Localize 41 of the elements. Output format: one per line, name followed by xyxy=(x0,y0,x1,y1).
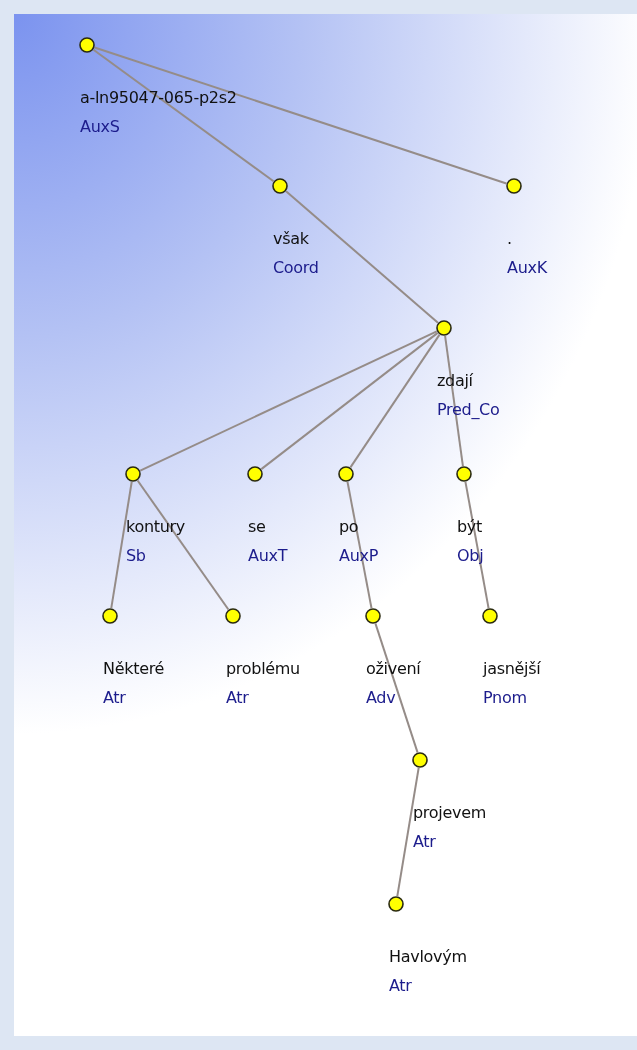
function-label: Atr xyxy=(103,688,126,708)
word-label: zdají xyxy=(437,371,473,391)
tree-edge xyxy=(136,479,230,611)
tree-edge xyxy=(110,480,133,610)
function-label: Atr xyxy=(389,976,412,996)
function-label: Pnom xyxy=(483,688,527,708)
function-label: AuxS xyxy=(80,117,120,137)
word-label: problému xyxy=(226,659,300,679)
word-label: a-ln95047-065-p2s2 xyxy=(80,88,237,108)
tree-edge xyxy=(374,622,419,754)
tree-edge xyxy=(396,766,420,898)
function-label: AuxK xyxy=(507,258,547,278)
function-label: Sb xyxy=(126,546,146,566)
tree-edge xyxy=(285,190,439,324)
tree-edge xyxy=(444,334,464,468)
tree-edge xyxy=(139,330,438,472)
word-label: být xyxy=(457,517,482,537)
function-label: Obj xyxy=(457,546,484,566)
function-label: Adv xyxy=(366,688,396,708)
word-label: . xyxy=(507,229,513,249)
tree-edge xyxy=(93,46,508,185)
function-label: Atr xyxy=(413,832,436,852)
function-label: AuxP xyxy=(339,546,378,566)
tree-edge xyxy=(346,480,373,610)
word-label: Havlovým xyxy=(389,947,467,967)
function-label: Pred_Co xyxy=(437,400,500,420)
tree-edge xyxy=(92,48,275,183)
word-label: kontury xyxy=(126,517,185,537)
tree-edge xyxy=(349,333,441,469)
function-label: AuxT xyxy=(248,546,288,566)
word-label: po xyxy=(339,517,359,537)
word-label: však xyxy=(273,229,309,249)
word-label: se xyxy=(248,517,266,537)
function-label: Atr xyxy=(226,688,249,708)
word-label: oživení xyxy=(366,659,421,679)
tree-edge xyxy=(260,331,439,471)
word-label: Některé xyxy=(103,659,165,679)
word-label: jasnější xyxy=(483,659,541,679)
function-label: Coord xyxy=(273,258,319,278)
tree-edge xyxy=(464,480,490,610)
word-label: projevem xyxy=(413,803,486,823)
